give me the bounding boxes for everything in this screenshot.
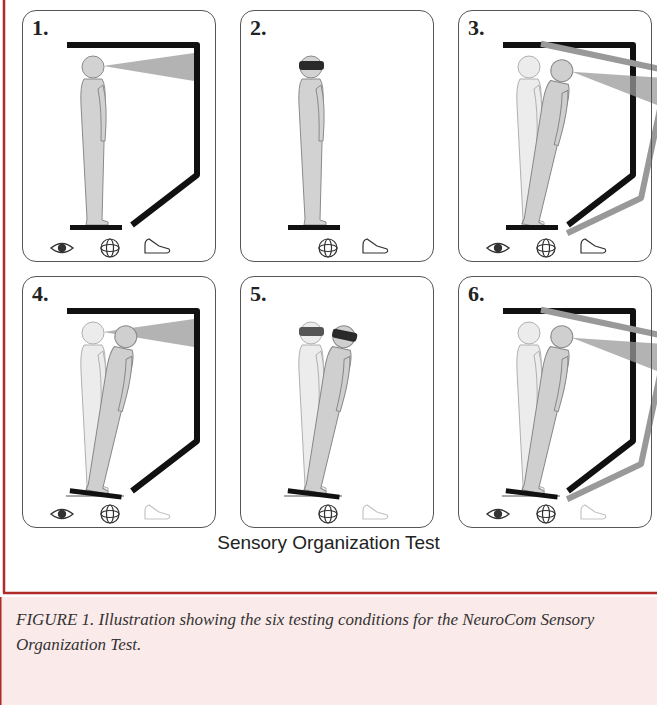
platform bbox=[506, 225, 558, 230]
blindfold bbox=[299, 327, 324, 336]
vestibular-icon bbox=[101, 239, 119, 257]
vestibular-icon bbox=[101, 505, 119, 523]
platform-tilted bbox=[506, 488, 558, 499]
person bbox=[81, 56, 108, 225]
sight-cone bbox=[103, 53, 194, 81]
condition-number: 3. bbox=[468, 15, 485, 41]
platform-tilted bbox=[70, 488, 122, 499]
platform bbox=[288, 225, 340, 230]
person-leaning bbox=[517, 323, 579, 494]
visual-surround-tilted bbox=[504, 310, 657, 513]
person-leaning bbox=[81, 323, 143, 494]
foot-icon-faded bbox=[581, 505, 606, 519]
condition-panel: 3. bbox=[458, 10, 652, 262]
vision-icon bbox=[487, 244, 509, 253]
condition-panel: 6. bbox=[458, 276, 652, 528]
blindfold bbox=[299, 61, 324, 70]
person-leaning bbox=[299, 323, 361, 494]
condition-panel: 1. bbox=[22, 10, 216, 262]
vestibular-icon bbox=[319, 505, 337, 523]
sight-cone bbox=[569, 59, 657, 105]
condition-number: 1. bbox=[32, 15, 49, 41]
person-leaning bbox=[517, 57, 579, 228]
condition-number: 4. bbox=[32, 281, 49, 307]
platform-tilted bbox=[288, 488, 340, 499]
foot-icon bbox=[363, 239, 388, 253]
condition-panel: 4. bbox=[22, 276, 216, 528]
condition-panel: 5. bbox=[240, 276, 434, 528]
figure-title: Sensory Organization Test bbox=[0, 532, 657, 554]
foot-icon-faded bbox=[363, 505, 388, 519]
condition-number: 6. bbox=[468, 281, 485, 307]
figure-caption: FIGURE 1. Illustration showing the six t… bbox=[16, 608, 641, 657]
condition-number: 5. bbox=[250, 281, 267, 307]
foot-icon bbox=[581, 239, 606, 253]
vestibular-icon bbox=[537, 239, 555, 257]
vestibular-icon bbox=[319, 239, 337, 257]
person bbox=[299, 56, 326, 225]
platform bbox=[70, 225, 122, 230]
foot-icon bbox=[145, 239, 170, 253]
frame-line bbox=[3, 592, 657, 595]
vision-icon bbox=[487, 510, 509, 519]
vision-icon bbox=[51, 244, 73, 253]
frame-line bbox=[3, 0, 6, 593]
condition-panel: 2. bbox=[240, 10, 434, 262]
vestibular-icon bbox=[537, 505, 555, 523]
blindfold bbox=[331, 328, 357, 342]
visual-surround bbox=[67, 45, 197, 225]
frame-line bbox=[0, 597, 2, 705]
condition-number: 2. bbox=[250, 15, 267, 41]
vision-icon bbox=[51, 510, 73, 519]
visual-surround-tilted bbox=[504, 44, 657, 247]
sight-cone bbox=[569, 325, 657, 371]
foot-icon-faded bbox=[145, 505, 170, 519]
